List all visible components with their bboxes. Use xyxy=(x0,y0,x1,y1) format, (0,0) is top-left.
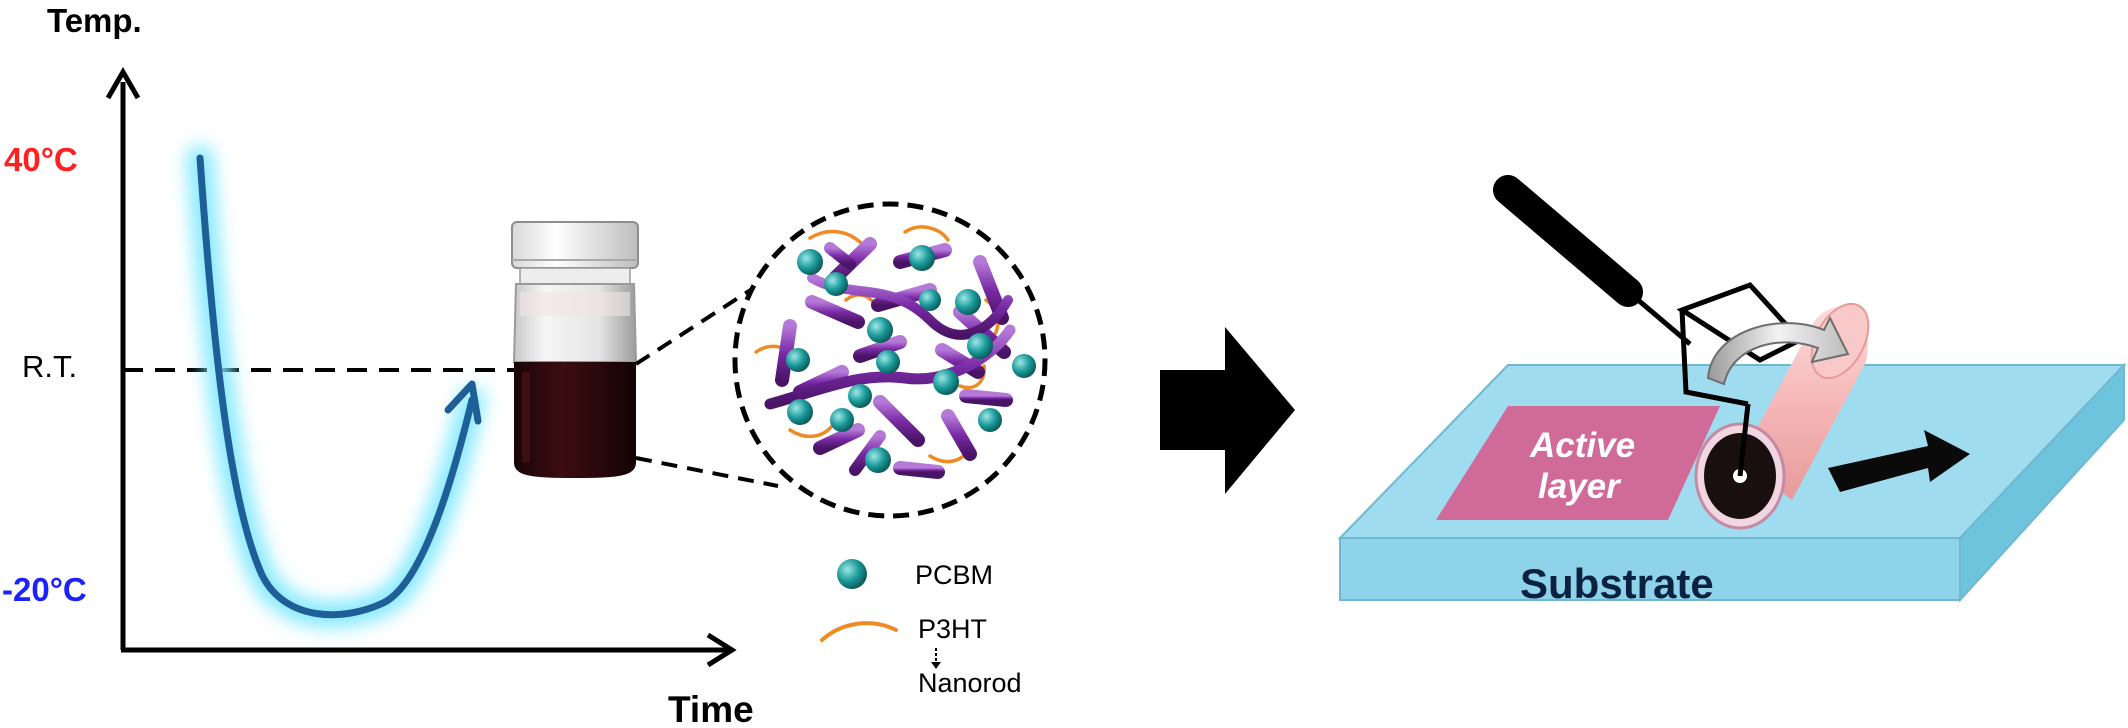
direction-arrow-icon xyxy=(1828,430,1970,492)
y-axis-arrowhead xyxy=(105,66,141,100)
substrate-label: Substrate xyxy=(1520,560,1714,607)
zoom-circle-icon xyxy=(732,201,1048,519)
legend-p3ht-label: P3HT xyxy=(918,614,987,644)
coating-scene: Active layer Substrate xyxy=(1337,175,2127,607)
active-layer-label-line1: Active xyxy=(1529,426,1635,465)
tick-40c: 40°C xyxy=(4,141,78,178)
substrate-side xyxy=(1959,362,2125,603)
temperature-curve xyxy=(196,154,476,619)
temperature-curve-arrowhead xyxy=(444,380,482,425)
legend-pcbm-label: PCBM xyxy=(915,560,993,590)
p3ht-legend-icon xyxy=(820,621,898,642)
tick-minus-20c: -20°C xyxy=(2,571,87,608)
pcbm-legend-icon xyxy=(837,559,867,589)
legend: PCBM P3HT Nanorod xyxy=(818,559,1022,698)
legend-nanorod-label: Nanorod xyxy=(918,668,1022,698)
temperature-graph: Temp. Time 40°C R.T. -20°C xyxy=(2,2,754,728)
vial-icon xyxy=(511,221,639,478)
x-axis-arrowhead xyxy=(706,632,737,668)
x-axis-label: Time xyxy=(668,689,754,728)
zoom-line-bottom xyxy=(635,456,779,488)
active-layer-label-line2: layer xyxy=(1538,467,1622,506)
temperature-curve-glow xyxy=(187,145,485,628)
p3ht-to-nanorod-arrowhead xyxy=(931,662,941,669)
rotation-arrow-icon xyxy=(1706,315,1850,386)
process-arrow-icon xyxy=(1160,327,1295,494)
active-layer xyxy=(1436,406,1720,520)
tick-room-temperature: R.T. xyxy=(22,349,77,384)
y-axis-label: Temp. xyxy=(47,2,142,39)
